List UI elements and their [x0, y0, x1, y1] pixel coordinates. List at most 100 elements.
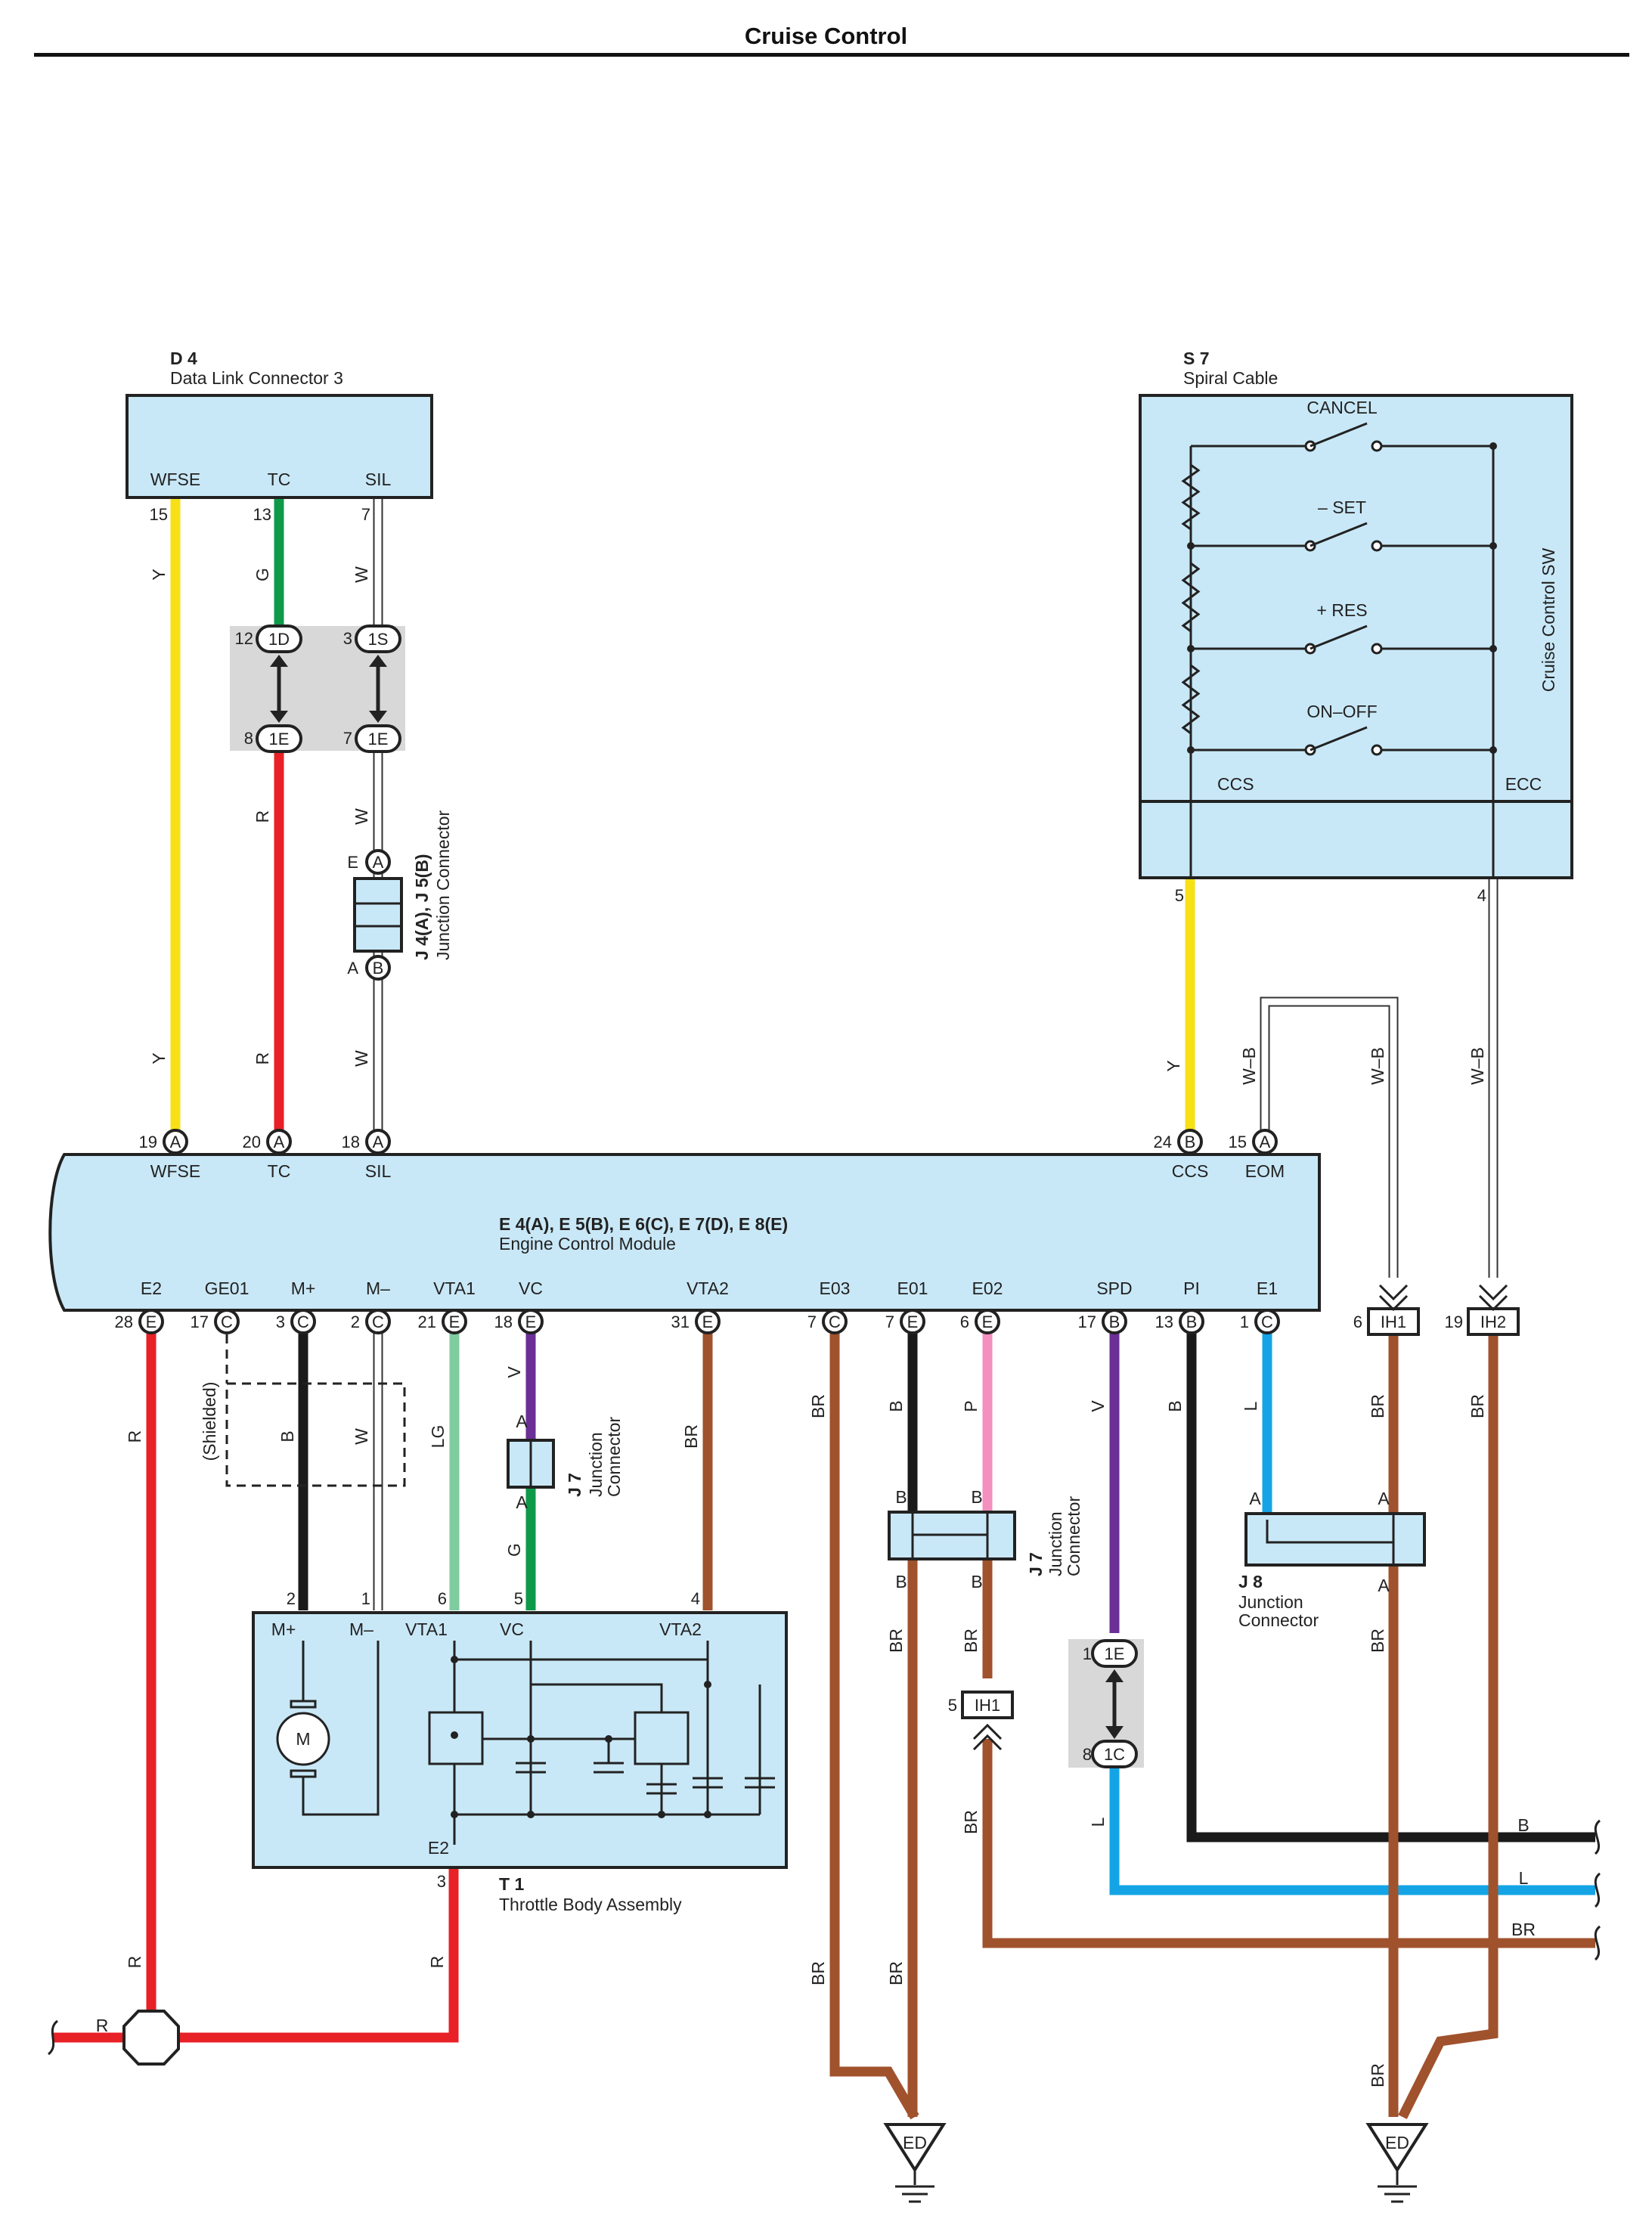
ecm-top-pin: 18: [342, 1133, 360, 1151]
j8-name: Connector: [1238, 1610, 1319, 1630]
wire-color-label: BR: [1368, 1629, 1387, 1653]
wire-color-label: BR: [1468, 1394, 1487, 1418]
ecm-bottom-pin: 1: [1240, 1312, 1249, 1331]
wire-color-label: B: [1165, 1400, 1185, 1412]
d4-pin: 15: [150, 505, 168, 524]
junction-pin: 3: [343, 629, 352, 648]
s7-side-label: Cruise Control SW: [1539, 547, 1558, 692]
ecm-top-terminal: CCS: [1172, 1161, 1209, 1181]
s7-terminal: CCS: [1217, 774, 1254, 794]
j7-name-a: Junction: [586, 1432, 606, 1497]
s7-contact: [1371, 440, 1383, 452]
j4j5-body: [353, 877, 403, 953]
junction-1e-b: [355, 724, 401, 753]
wire-break: [47, 2019, 59, 2056]
ecm-id: E 4(A), E 5(B), E 6(C), E 7(D), E 8(E): [499, 1214, 788, 1234]
ecm-top-pin: 24: [1154, 1133, 1172, 1151]
ecm-bottom-terminal: PI: [1183, 1278, 1200, 1298]
ih1-connector-top: [1367, 1307, 1420, 1336]
t1-circuit: [453, 1641, 761, 1845]
ecm-bottom-terminal: E01: [897, 1278, 928, 1298]
ecm-top-connector: [163, 1129, 188, 1154]
wire-color-label: W–B: [1239, 1047, 1259, 1085]
s7-contact: [1371, 643, 1383, 655]
j8-connector: [1244, 1512, 1426, 1567]
wire-color-label: R: [253, 810, 272, 823]
wire-eom-fill: [1261, 998, 1397, 1278]
d4-terminal: TC: [268, 470, 291, 489]
title-divider: [34, 53, 1629, 57]
ecm-bottom-connector-code: C: [829, 1312, 841, 1331]
junction-pin: 8: [244, 729, 253, 748]
ecm-bottom-connector: [1179, 1309, 1204, 1334]
ecm-top-connector: [365, 1129, 391, 1154]
j5-connector-code: B: [373, 959, 384, 978]
ecm-bottom-pin: 17: [1078, 1312, 1096, 1331]
ground-ed-2: [1365, 2123, 1429, 2173]
s7-node: [1489, 746, 1497, 754]
wire-color-label: R: [125, 1956, 144, 1969]
s7-node: [1489, 542, 1497, 550]
wire-r-bottom: [53, 1864, 459, 2043]
t1-terminal: E2: [428, 1838, 449, 1858]
wire-color-label: W: [352, 1428, 371, 1445]
s7-switch-blade: [1310, 726, 1368, 752]
ecm-bottom-pin: 17: [191, 1312, 209, 1331]
t1-pin: 5: [514, 1589, 523, 1608]
wire-break: [1594, 1819, 1601, 1855]
t1-node: [451, 1656, 458, 1663]
junction-1d: [256, 624, 302, 653]
s7-switch-blade: [1310, 624, 1368, 650]
ecm-bottom-terminal: E2: [141, 1278, 162, 1298]
ecm-bottom-connector-code: C: [297, 1312, 309, 1331]
ecm-bottom-connector-code: E: [702, 1312, 714, 1331]
s7-switch-label: ON–OFF: [1306, 702, 1377, 721]
ecm-bottom-connector-code: C: [372, 1312, 384, 1331]
t1-terminal: M–: [349, 1619, 373, 1639]
j4-pin: E: [347, 853, 358, 872]
wire-color-label: BR: [808, 1394, 828, 1418]
t1-node: [605, 1735, 612, 1743]
ecm-bottom-connector-code: E: [525, 1312, 537, 1331]
j7-pin: B: [895, 1487, 907, 1507]
ecm-bottom-pin: 13: [1155, 1312, 1173, 1331]
j7-e01-connector: [888, 1511, 1016, 1560]
wire-break: [1594, 1925, 1601, 1961]
wire-color-label: W–B: [1468, 1047, 1487, 1085]
ecm-bottom-connector-code: E: [449, 1312, 460, 1331]
s7-node: [1489, 645, 1497, 652]
junction-1c: [1091, 1740, 1138, 1768]
ecm-bottom-pin: 28: [115, 1312, 133, 1331]
d4-connector: [126, 394, 433, 499]
ecm-bottom-connector-code: C: [1261, 1312, 1273, 1331]
s7-node: [1187, 746, 1195, 754]
wire-color-label: R: [427, 1956, 447, 1969]
junction-pin: 12: [235, 629, 253, 648]
s7-name: Spiral Cable: [1183, 368, 1278, 388]
page-title: Cruise Control: [744, 23, 908, 49]
wire-color-label: BR: [1368, 2063, 1387, 2087]
wire-e03: [829, 1319, 919, 2120]
s7-pin: 5: [1175, 886, 1184, 905]
wire-color-label: Y: [1164, 1060, 1183, 1071]
j8-name: Junction: [1238, 1592, 1303, 1612]
junction-pin: 8: [1083, 1745, 1092, 1764]
resistor: [1181, 664, 1201, 735]
wire-color-label: L: [1519, 1868, 1529, 1888]
t1-terminal: VTA2: [659, 1619, 702, 1639]
j5-pin: A: [347, 959, 358, 978]
wire-color-label: W: [352, 566, 371, 583]
junction-pin: 1: [1083, 1644, 1092, 1663]
t1-node: [451, 1811, 458, 1818]
ecm-bottom-connector-code: E: [146, 1312, 157, 1331]
ecm-bottom-connector-code: C: [221, 1312, 233, 1331]
ih1-pin: 6: [1353, 1312, 1362, 1331]
wire-color-label: G: [253, 568, 272, 581]
shield-box: [225, 1382, 406, 1487]
d4-id: D 4: [170, 349, 197, 368]
j8-id: J 8: [1238, 1572, 1263, 1591]
splice-point: [122, 2010, 180, 2066]
junction-1s: [355, 624, 401, 653]
